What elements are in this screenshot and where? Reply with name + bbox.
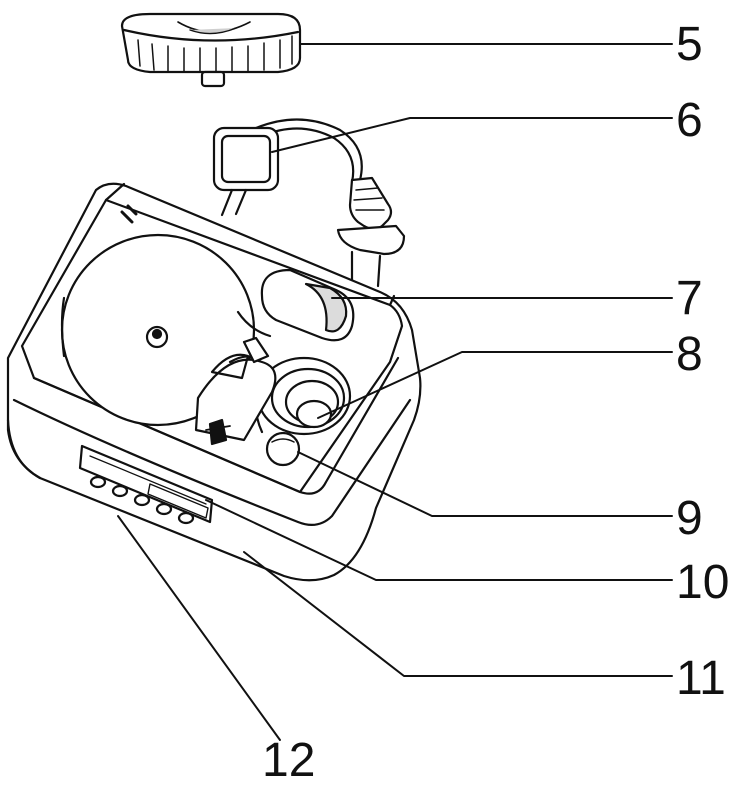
part-8-wheel	[254, 356, 352, 436]
turntable-disc	[60, 204, 256, 427]
callout-5: 5	[676, 18, 703, 71]
part-9-knob	[265, 431, 301, 467]
callout-11: 11	[676, 652, 726, 705]
part-7-roller	[236, 268, 355, 342]
leader-11	[243, 551, 673, 677]
part-5-cap	[120, 12, 302, 88]
leader-9	[297, 451, 673, 517]
callout-8: 8	[676, 328, 703, 381]
callout-10: 10	[676, 556, 729, 609]
leader-12	[117, 515, 281, 741]
nozzle	[205, 418, 231, 446]
callout-6: 6	[676, 94, 703, 147]
callout-7: 7	[676, 272, 703, 325]
part-6-power-cord	[212, 118, 406, 288]
leader-lines	[117, 43, 673, 741]
leader-10	[205, 499, 673, 581]
leader-8	[317, 351, 673, 419]
mechanism-arm	[194, 336, 277, 442]
callout-labels: 5 6 7 8 9 10 11 12	[262, 18, 729, 787]
control-panel	[78, 444, 214, 525]
leader-6	[271, 117, 673, 153]
callout-12: 12	[262, 734, 315, 787]
callout-9: 9	[676, 492, 703, 545]
